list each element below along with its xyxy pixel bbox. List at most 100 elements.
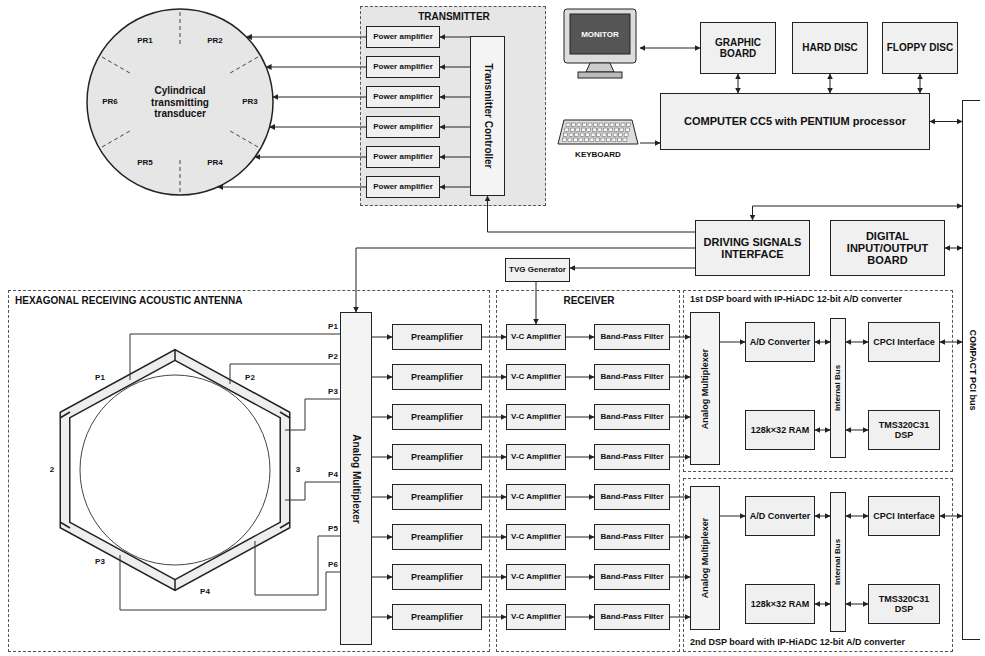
- connector: [372, 377, 392, 378]
- group-heading: 2nd DSP board with IP-HiADC 12-bit A/D c…: [690, 638, 948, 648]
- connector: [566, 377, 594, 378]
- connector: [372, 417, 392, 418]
- process-box: Preamplifier: [392, 524, 482, 550]
- connector: [566, 337, 594, 338]
- node-label: Band-Pass Filter: [600, 373, 663, 382]
- process-box: CPCI Interface: [868, 322, 940, 362]
- connector: [846, 430, 868, 431]
- monitor-icon: MONITOR: [560, 8, 640, 80]
- signal-name: P4: [328, 471, 338, 479]
- connector: [482, 337, 506, 338]
- node-label: 128k×32 RAM: [751, 425, 809, 435]
- node-label: A/D Converter: [750, 511, 811, 521]
- bus-bracket: COMPACT PCI bus: [962, 100, 980, 640]
- connector: [482, 377, 506, 378]
- group-region: V-C AmplifierV-C AmplifierV-C AmplifierV…: [496, 290, 680, 652]
- node-label: Band-Pass Filter: [600, 573, 663, 582]
- node-label: COMPUTER CC5 with PENTIUM processor: [684, 115, 906, 127]
- process-box: V-C Amplifier: [506, 364, 566, 390]
- node-label: Preamplifier: [411, 332, 463, 342]
- vertical-box: Internal Bus: [830, 318, 846, 458]
- connector: [640, 143, 660, 144]
- node-label: Preamplifier: [411, 452, 463, 462]
- monitor-drawing: [560, 8, 640, 80]
- node-label: Analog Multiplexer: [351, 434, 361, 523]
- node-label: Preamplifier: [411, 412, 463, 422]
- connector: [670, 457, 690, 458]
- group-region: Analog MultiplexerA/D ConverterCPCI Inte…: [683, 478, 953, 652]
- process-box: A/D Converter: [745, 322, 815, 362]
- connector: [720, 516, 745, 517]
- node-label: Power amplifier: [373, 153, 433, 162]
- node-label: V-C Amplifier: [511, 533, 561, 542]
- node-label: Band-Pass Filter: [600, 333, 663, 342]
- connector: [670, 617, 690, 618]
- node-label: Preamplifier: [411, 532, 463, 542]
- connector: [570, 268, 695, 269]
- process-box: Band-Pass Filter: [594, 444, 670, 470]
- node-label: Band-Pass Filter: [600, 613, 663, 622]
- connector: [815, 430, 830, 431]
- connector: [482, 537, 506, 538]
- connector: [753, 206, 963, 220]
- node-label: FLOPPY DISC: [887, 42, 954, 53]
- node-label: TMS320C31 DSP: [872, 594, 936, 614]
- process-box: A/D Converter: [745, 496, 815, 536]
- node-label: V-C Amplifier: [511, 373, 561, 382]
- signal-name: P5: [328, 525, 338, 533]
- node-label: MONITOR: [570, 14, 630, 54]
- node-label: DIGITAL INPUT/OUTPUT BOARD: [834, 230, 941, 267]
- node-label: V-C Amplifier: [511, 333, 561, 342]
- process-box: Preamplifier: [392, 444, 482, 470]
- process-box: Band-Pass Filter: [594, 484, 670, 510]
- connector: [440, 127, 470, 128]
- transducer-circle: Cylindrical transmitting transducer: [85, 7, 275, 197]
- connector: [482, 497, 506, 498]
- process-box: Preamplifier: [392, 404, 482, 430]
- process-box: Preamplifier: [392, 364, 482, 390]
- connector: [440, 67, 470, 68]
- vertical-box: Analog Multiplexer: [340, 312, 372, 645]
- connector: [566, 577, 594, 578]
- process-box: Power amplifier: [366, 176, 440, 198]
- connector: [846, 342, 868, 343]
- process-box: V-C Amplifier: [506, 604, 566, 630]
- process-box: V-C Amplifier: [506, 524, 566, 550]
- vertical-box: Analog Multiplexer: [690, 312, 720, 465]
- group-heading: 1st DSP board with IP-HiADC 12-bit A/D c…: [690, 295, 948, 305]
- connector: [815, 604, 830, 605]
- connector: [482, 417, 506, 418]
- node-label: Analog Multiplexer: [701, 348, 710, 429]
- connector: [488, 196, 696, 232]
- node-label: Preamplifier: [411, 572, 463, 582]
- connector: [720, 342, 745, 343]
- node-label: TMS320C31 DSP: [872, 420, 936, 440]
- connector: [356, 248, 695, 312]
- connector: [440, 187, 470, 188]
- node-label: TVG Generator: [509, 266, 566, 275]
- node-label: Power amplifier: [373, 33, 433, 42]
- signal-name: P3: [328, 388, 338, 396]
- process-box: GRAPHIC BOARD: [700, 22, 776, 74]
- connector: [247, 37, 366, 38]
- connector: [372, 497, 392, 498]
- element-label: 3: [296, 466, 300, 474]
- keyboard-icon: KEYBOARD: [556, 116, 640, 170]
- process-box: V-C Amplifier: [506, 484, 566, 510]
- connector: [920, 74, 921, 93]
- connector: [482, 457, 506, 458]
- connector: [830, 74, 831, 93]
- node-label: A/D Converter: [750, 337, 811, 347]
- vertical-box: Transmitter Controller: [470, 36, 505, 196]
- connector: [930, 121, 962, 122]
- connector: [273, 97, 366, 98]
- group-heading: RECEIVER: [503, 295, 675, 306]
- process-box: 128k×32 RAM: [745, 410, 815, 450]
- process-box: Preamplifier: [392, 564, 482, 590]
- connector: [482, 577, 506, 578]
- node-label: V-C Amplifier: [511, 613, 561, 622]
- node-label: Power amplifier: [373, 183, 433, 192]
- node-label: V-C Amplifier: [511, 413, 561, 422]
- element-label: 2: [50, 466, 54, 474]
